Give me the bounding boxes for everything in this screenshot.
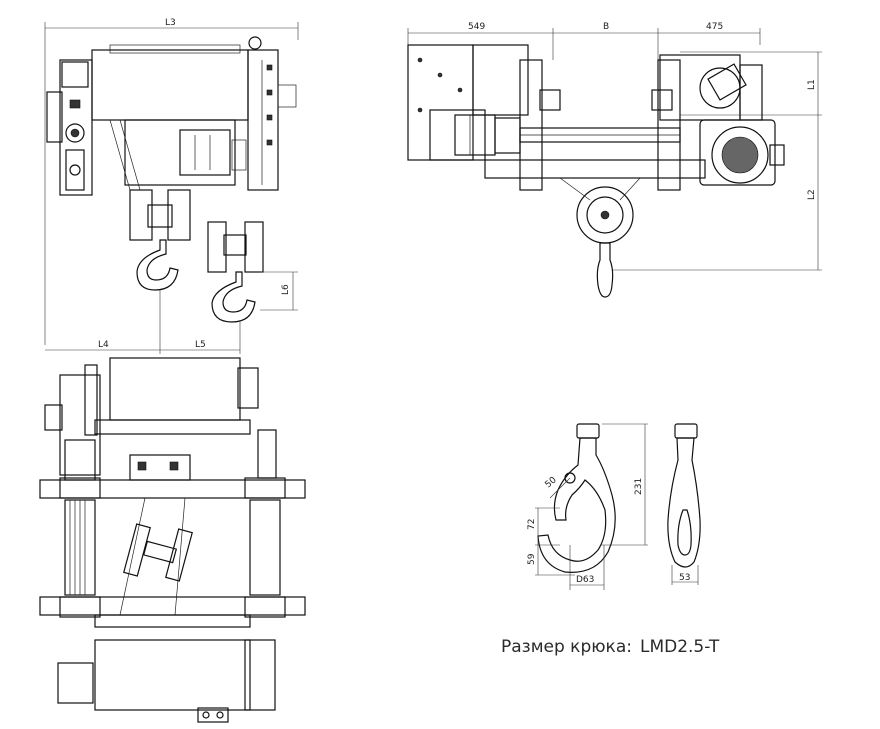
dim-L3: L3 (165, 18, 176, 28)
hook-size-caption: Размер крюка: LMD2.5-T (501, 637, 719, 657)
dim-L1: L1 (807, 79, 817, 90)
dim-L6: L6 (281, 284, 291, 295)
side-view: L3 (44, 18, 299, 354)
dim-59: 59 (527, 553, 537, 565)
dim-D63: D63 (576, 575, 594, 585)
dim-L4: L4 (98, 340, 109, 350)
dim-L2: L2 (807, 189, 817, 200)
hook-detail: 231 72 59 50 D63 53 (527, 423, 701, 590)
plan-view (39, 357, 306, 723)
end-view: 549 B 475 L1 L2 (407, 22, 822, 298)
caption-label: Размер крюка: (501, 637, 632, 657)
dim-53: 53 (679, 573, 690, 583)
caption-model: LMD2.5-T (639, 637, 720, 657)
dim-72: 72 (527, 519, 537, 530)
dim-475: 475 (706, 22, 723, 32)
dim-231: 231 (634, 478, 644, 495)
dim-549: 549 (468, 22, 485, 32)
dim-B: B (603, 22, 609, 32)
dim-50: 50 (544, 475, 559, 490)
dim-L5: L5 (195, 340, 206, 350)
